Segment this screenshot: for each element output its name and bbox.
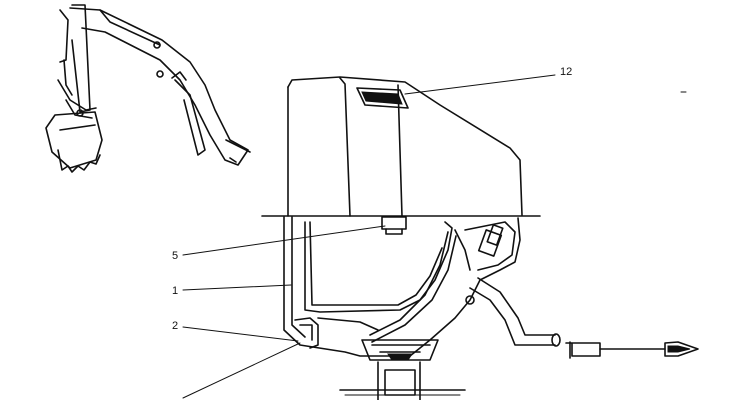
callout-5: 5 [172,225,386,262]
lower-tank-assembly [283,216,521,400]
callout-1: 1 [172,284,292,297]
drain-hose-assembly [469,277,699,359]
cab-housing [287,76,523,217]
excavator-thumbnail-illustration [45,4,251,173]
callout-label-5: 5 [172,250,178,262]
callout-12: 12 [404,66,572,95]
callout-label-12: 12 [560,66,572,78]
callout-2: 2 [172,320,299,342]
callout-label-2: 2 [172,320,178,332]
callout-unlabeled-bottom [182,342,301,399]
callout-label-1: 1 [172,285,178,297]
